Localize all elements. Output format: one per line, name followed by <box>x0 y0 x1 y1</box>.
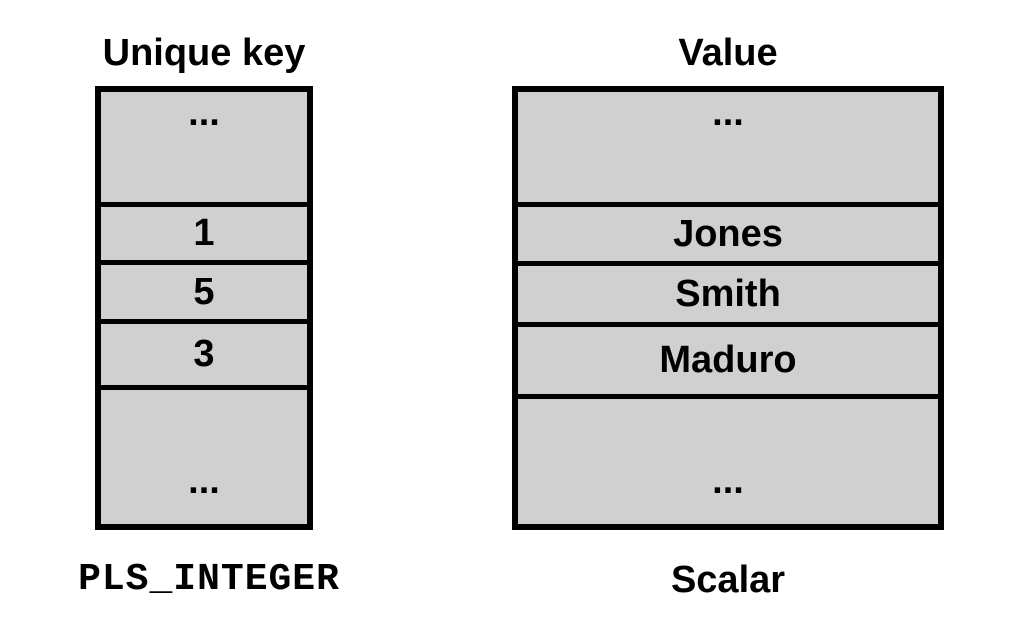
key-column: ... 1 5 3 ... <box>95 86 313 530</box>
value-cell-ellipsis-top: ... <box>518 92 938 207</box>
key-cell-ellipsis-top: ... <box>101 92 307 207</box>
key-cell-text: ... <box>188 460 220 502</box>
key-cell-text: 5 <box>193 270 215 313</box>
key-cell-text: 3 <box>193 333 215 375</box>
value-cell-text: Maduro <box>659 339 797 381</box>
value-cell: Jones <box>518 207 938 266</box>
value-cell-text: ... <box>712 460 744 502</box>
value-column-heading: Value <box>678 32 778 74</box>
value-cell: Maduro <box>518 327 938 399</box>
value-cell-text: ... <box>712 92 744 134</box>
value-column: ... Jones Smith Maduro ... <box>512 86 944 530</box>
key-cell-text: ... <box>188 92 220 134</box>
key-cell: 1 <box>101 207 307 265</box>
value-cell-text: Jones <box>673 212 783 255</box>
key-cell-ellipsis-bottom: ... <box>101 390 307 524</box>
value-cell: Smith <box>518 266 938 327</box>
value-cell-text: Smith <box>675 272 781 315</box>
key-column-caption: PLS_INTEGER <box>78 558 340 601</box>
key-cell: 3 <box>101 324 307 390</box>
value-column-caption: Scalar <box>670 559 786 601</box>
key-cell: 5 <box>101 265 307 324</box>
value-cell-ellipsis-bottom: ... <box>518 399 938 524</box>
key-column-heading: Unique key <box>102 32 306 74</box>
key-cell-text: 1 <box>193 212 215 254</box>
